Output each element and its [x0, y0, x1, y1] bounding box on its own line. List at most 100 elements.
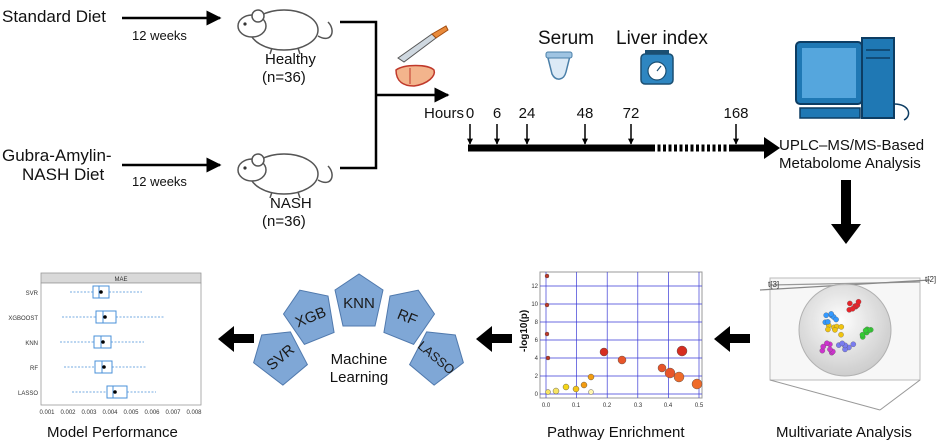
ml-title-line1: Machine	[331, 351, 388, 368]
pathway-point	[552, 387, 560, 395]
performance-model-label: LASSO	[18, 391, 38, 397]
score-point	[820, 343, 826, 350]
score-point	[859, 331, 866, 338]
pathway-ytick-label: 10	[531, 302, 538, 308]
healthy-mouse-icon	[237, 9, 333, 55]
ml-model-xgb: XGB	[282, 289, 335, 346]
pathway-xtick-label: 0.2	[603, 403, 612, 409]
gan-diet-label-line2: NASH Diet	[22, 165, 104, 184]
pathway-ytick-label: 2	[535, 374, 539, 380]
score-point	[833, 316, 839, 323]
timeline-bar	[468, 137, 780, 159]
performance-xtick-label: 0.006	[144, 410, 160, 416]
axis-label-t3: t[3]	[768, 280, 779, 289]
score-point	[824, 340, 830, 346]
score-point	[838, 331, 844, 338]
performance-model-labels: SVR XGBOOST KNN RF LASSO	[8, 291, 38, 397]
performance-xtick-label: 0.003	[81, 410, 97, 416]
nash-mouse-icon	[237, 153, 333, 199]
multivariate-3d-plot: t[3] t[2]	[759, 275, 936, 411]
performance-model-label: RF	[30, 366, 38, 372]
performance-model-label: SVR	[26, 291, 39, 297]
standard-duration-label: 12 weeks	[132, 28, 187, 43]
pathway-point	[587, 373, 595, 381]
pathway-ytick-label: 0	[535, 392, 539, 398]
score-points	[819, 299, 874, 356]
score-point	[850, 341, 857, 347]
healthy-group-label: Healthy	[265, 51, 316, 68]
pathway-point	[588, 389, 594, 395]
pathway-point	[545, 355, 551, 361]
pathway-point	[691, 378, 703, 390]
pathway-ytick-label: 4	[535, 356, 539, 362]
pathway-xtick-label: 0.0	[542, 403, 551, 409]
pathway-point	[664, 367, 676, 379]
pathway-caption: Pathway Enrichment	[547, 424, 685, 441]
score-point	[832, 327, 838, 333]
pathway-xtick-label: 0.4	[664, 403, 673, 409]
scalpel-icon	[397, 25, 449, 63]
axis-label-t2: t[2]	[925, 275, 936, 284]
score-point	[849, 306, 856, 312]
performance-xtick-label: 0.008	[186, 410, 202, 416]
analysis-label-line1: UPLC–MS/MS-Based	[779, 137, 924, 154]
mean-point	[99, 290, 103, 294]
timeline-tick-label: 48	[577, 105, 594, 122]
diet-section: Standard Diet 12 weeks Gubra-Amylin- NAS…	[2, 7, 222, 189]
performance-xtick-label: 0.007	[165, 410, 181, 416]
nash-group-count: (n=36)	[262, 213, 306, 230]
standard-diet-label: Standard Diet	[2, 7, 106, 26]
confidence-sphere	[798, 283, 892, 377]
nash-group-label: NASH	[270, 195, 312, 212]
pathway-point	[544, 331, 550, 337]
performance-panel-title: MAE	[114, 277, 127, 283]
pathway-ytick-labels: 0 2 4 6 8 10 12	[531, 284, 538, 398]
pathway-point	[617, 355, 627, 365]
timeline-tick-label: 0	[466, 105, 474, 122]
liver-icon	[395, 64, 436, 87]
pathway-point	[599, 347, 609, 357]
pathway-xtick-label: 0.3	[634, 403, 643, 409]
mean-point	[101, 340, 105, 344]
pathway-xtick-label: 0.5	[695, 403, 704, 409]
liver-index-label: Liver index	[616, 28, 708, 49]
score-point	[838, 324, 845, 330]
serum-label: Serum	[538, 28, 594, 49]
pathway-point	[544, 273, 550, 279]
pathway-point	[657, 363, 667, 373]
ml-model-lasso: LASSO	[408, 331, 464, 386]
gan-diet-label-line1: Gubra-Amylin-	[2, 146, 112, 165]
computer-icon	[795, 37, 910, 121]
mean-point	[102, 365, 106, 369]
performance-model-label: XGBOOST	[8, 316, 38, 322]
pathway-point	[572, 385, 580, 393]
timeline-tick-arrows	[467, 124, 739, 145]
ml-title-line2: Learning	[330, 369, 388, 386]
mean-point	[103, 315, 107, 319]
timeline-tick-label: 24	[519, 105, 536, 122]
score-point	[825, 326, 831, 333]
gan-duration-label: 12 weeks	[132, 174, 187, 189]
score-point	[855, 299, 862, 305]
score-point	[862, 327, 869, 334]
timeline-tick-label: 168	[723, 105, 748, 122]
box	[106, 385, 128, 399]
flow-arrow-left-1	[714, 326, 750, 352]
healthy-group-count: (n=36)	[262, 69, 306, 86]
flow-arrow-left-2	[476, 326, 512, 352]
multivariate-caption: Multivariate Analysis	[776, 424, 912, 441]
performance-xtick-label: 0.005	[123, 410, 139, 416]
pathway-point	[580, 381, 588, 389]
ml-model-label: RF	[395, 306, 420, 329]
pathway-ytick-label: 12	[531, 284, 538, 290]
pathway-point	[676, 345, 688, 357]
pathway-point	[562, 383, 570, 391]
pathway-points	[544, 273, 703, 395]
analysis-label-line2: Metabolome Analysis	[779, 155, 921, 172]
ml-model-label: KNN	[343, 295, 375, 312]
hours-label: Hours	[424, 105, 464, 122]
pathway-point	[545, 389, 551, 395]
timeline-tick-labels: 0 6 24 48 72 168	[466, 105, 749, 122]
pathway-xtick-labels: 0.0 0.1 0.2 0.3 0.4 0.5	[542, 403, 704, 409]
ml-model-knn: KNN	[334, 273, 384, 327]
